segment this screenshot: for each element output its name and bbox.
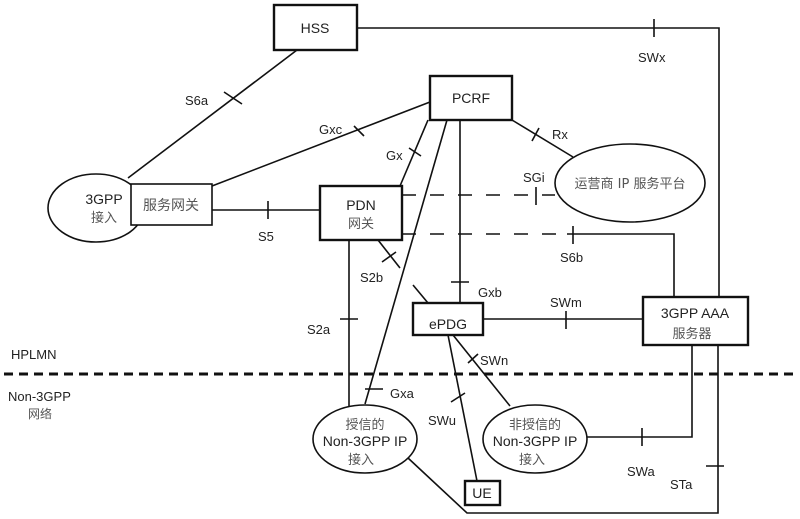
node-epdg[interactable]: ePDG <box>411 301 485 337</box>
trusted-label-1: 授信的 <box>345 417 384 433</box>
label-gx: Gx <box>386 148 403 163</box>
ue-label: UE <box>472 485 491 501</box>
label-sgi: SGi <box>523 170 545 185</box>
pdn-gateway-label-2: 网关 <box>348 217 374 232</box>
region-non3gpp-label-2: 网络 <box>28 406 52 421</box>
node-operator-ip-services[interactable]: 运营商 IP 服务平台 <box>554 143 706 223</box>
label-swm: SWm <box>550 295 582 310</box>
untrusted-label-3: 接入 <box>519 452 545 468</box>
operator-ip-services-label: 运营商 IP 服务平台 <box>575 176 686 192</box>
label-swu: SWu <box>428 413 456 428</box>
3gpp-access-label-2: 接入 <box>91 210 117 226</box>
label-swx: SWx <box>638 50 666 65</box>
region-non3gpp-label-1: Non-3GPP <box>8 389 71 404</box>
node-hss[interactable]: HSS <box>272 3 359 52</box>
serving-gateway-label: 服务网关 <box>143 198 199 214</box>
tick-swu <box>450 392 466 403</box>
label-sta: STa <box>670 477 693 492</box>
label-swn: SWn <box>480 353 508 368</box>
link-swu <box>447 334 478 482</box>
trusted-label-3: 接入 <box>348 452 374 468</box>
tick-swn <box>467 353 479 364</box>
node-pcrf[interactable]: PCRF <box>428 74 514 122</box>
link-swa <box>587 345 693 438</box>
link-gx <box>399 119 429 187</box>
link-rx <box>511 119 574 158</box>
pcrf-label: PCRF <box>452 90 490 106</box>
label-swa: SWa <box>627 464 655 479</box>
label-s2a: S2a <box>307 322 331 337</box>
tick-s2b <box>381 251 397 263</box>
hss-label: HSS <box>301 20 330 36</box>
label-s2b: S2b <box>360 270 383 285</box>
link-s6a <box>127 49 298 179</box>
link-gxc <box>211 101 431 187</box>
link-s2b-upper <box>377 239 401 269</box>
region-hplmn-label: HPLMN <box>11 347 57 362</box>
trusted-label-2: Non-3GPP IP <box>323 433 408 449</box>
label-s5: S5 <box>258 229 274 244</box>
node-3gpp-access[interactable]: 3GPP 接入 <box>47 173 145 243</box>
node-3gpp-aaa-server[interactable]: 3GPP AAA 服务器 <box>641 295 750 347</box>
pdn-gateway-label-1: PDN <box>346 197 376 213</box>
label-gxa: Gxa <box>390 386 415 401</box>
untrusted-label-1: 非授信的 <box>509 417 561 433</box>
label-gxc: Gxc <box>319 122 343 137</box>
tick-gx <box>408 147 422 157</box>
tick-s6a <box>223 91 243 105</box>
tick-rx <box>531 127 540 142</box>
link-s2b-lower <box>412 284 429 304</box>
link-sta <box>407 345 719 514</box>
label-gxb: Gxb <box>478 285 502 300</box>
aaa-label-2: 服务器 <box>672 326 711 342</box>
tick-gxc <box>353 125 365 137</box>
label-s6a: S6a <box>185 93 209 108</box>
node-pdn-gateway[interactable]: PDN 网关 <box>318 184 404 242</box>
node-serving-gateway[interactable]: 服务网关 <box>130 183 213 226</box>
link-swn <box>452 334 511 407</box>
link-swx <box>357 27 720 297</box>
epdg-label: ePDG <box>429 316 467 332</box>
node-trusted-non3gpp-access[interactable]: 授信的 Non-3GPP IP 接入 <box>312 404 418 474</box>
3gpp-access-label-1: 3GPP <box>85 191 122 207</box>
label-rx: Rx <box>552 127 568 142</box>
label-s6b: S6b <box>560 250 583 265</box>
link-gxa <box>364 119 448 405</box>
link-s6b <box>567 233 675 297</box>
node-untrusted-non3gpp-access[interactable]: 非授信的 Non-3GPP IP 接入 <box>482 404 588 474</box>
untrusted-label-2: Non-3GPP IP <box>493 433 578 449</box>
aaa-label-1: 3GPP AAA <box>661 305 730 321</box>
node-ue[interactable]: UE <box>463 479 502 507</box>
